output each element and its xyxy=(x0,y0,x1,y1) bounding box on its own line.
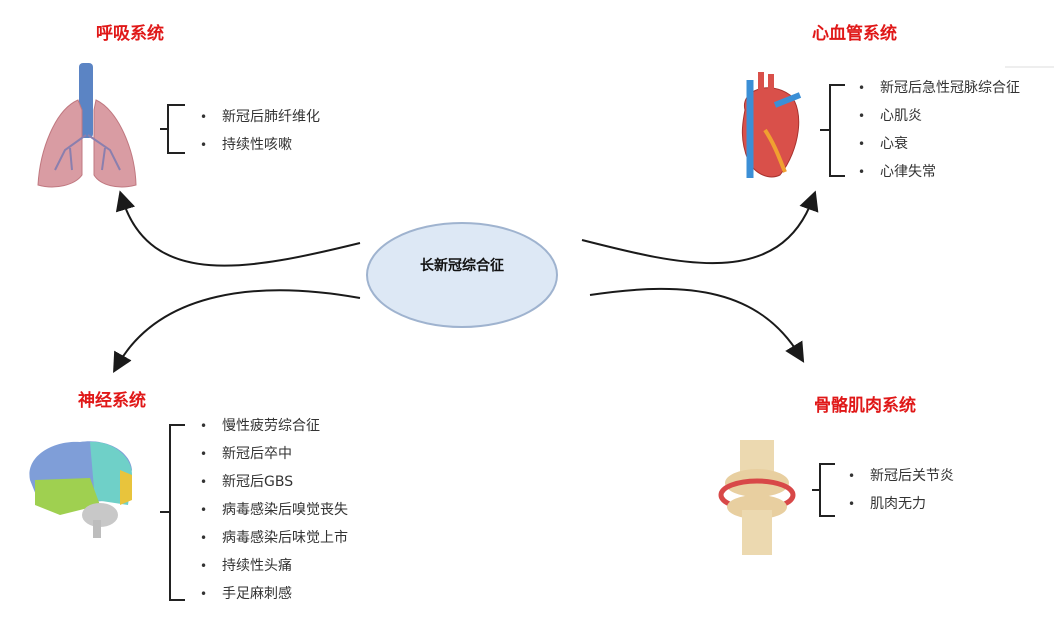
respiratory-list: 新冠后肺纤维化 持续性咳嗽 xyxy=(200,103,320,159)
lungs-icon xyxy=(37,63,137,188)
list-item: 慢性疲劳综合征 xyxy=(200,412,348,440)
list-item: 病毒感染后嗅觉丧失 xyxy=(200,496,348,524)
knee-joint-icon xyxy=(718,440,796,555)
list-item: 新冠后GBS xyxy=(200,468,348,496)
center-ellipse xyxy=(366,222,558,328)
nervous-title: 神经系统 xyxy=(78,391,146,411)
heart-icon xyxy=(741,72,802,178)
cardiovascular-list: 新冠后急性冠脉综合征 心肌炎 心衰 心律失常 xyxy=(858,74,1020,186)
arrow-to-nervous xyxy=(113,289,361,373)
musculoskeletal-list: 新冠后关节炎 肌肉无力 xyxy=(848,462,954,518)
bracket-musculoskeletal xyxy=(812,463,835,517)
center-label: 长新冠综合征 xyxy=(420,258,504,274)
cardiovascular-title: 心血管系统 xyxy=(812,24,897,44)
brain-icon xyxy=(29,441,132,538)
arrow-to-musculoskeletal xyxy=(589,287,805,363)
nervous-list: 慢性疲劳综合征 新冠后卒中 新冠后GBS 病毒感染后嗅觉丧失 病毒感染后味觉上市… xyxy=(200,412,348,608)
list-item: 肌肉无力 xyxy=(848,490,954,518)
list-item: 新冠后急性冠脉综合征 xyxy=(858,74,1020,102)
list-item: 手足麻刺感 xyxy=(200,580,348,608)
list-item: 病毒感染后味觉上市 xyxy=(200,524,348,552)
bracket-cardiovascular xyxy=(820,84,845,177)
list-item: 心衰 xyxy=(858,130,1020,158)
musculoskeletal-title: 骨骼肌肉系统 xyxy=(814,396,916,416)
respiratory-title: 呼吸系统 xyxy=(96,24,164,44)
list-item: 新冠后卒中 xyxy=(200,440,348,468)
list-item: 持续性咳嗽 xyxy=(200,131,320,159)
list-item: 新冠后肺纤维化 xyxy=(200,103,320,131)
bracket-respiratory xyxy=(160,104,185,154)
list-item: 新冠后关节炎 xyxy=(848,462,954,490)
arrow-to-respiratory xyxy=(115,190,361,267)
list-item: 心律失常 xyxy=(858,158,1020,186)
list-item: 持续性头痛 xyxy=(200,552,348,580)
arrow-to-cardiovascular xyxy=(581,190,819,265)
list-item: 心肌炎 xyxy=(858,102,1020,130)
bracket-nervous xyxy=(160,424,185,601)
